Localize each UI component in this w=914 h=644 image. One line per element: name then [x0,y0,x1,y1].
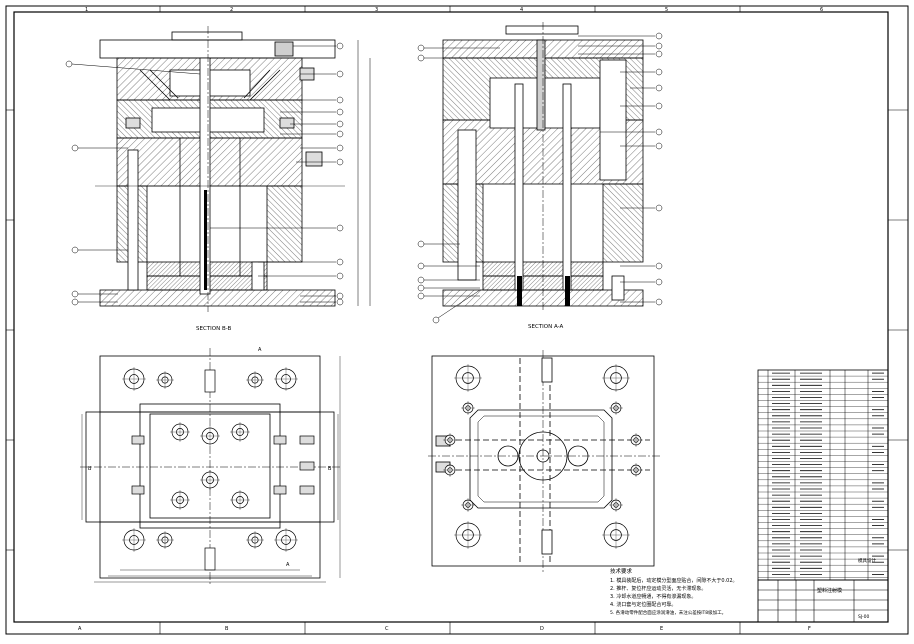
grid-col-label-4: 4 [520,7,523,13]
plan-view-left [80,348,342,584]
cut-mark-b-right: B [328,466,332,472]
cut-mark-a-top: A [258,347,262,353]
connector-left-2 [273,435,287,445]
cut-mark-a-bottom: A [286,562,290,568]
parts-list-rows [758,372,888,578]
grid-markers-top: 1 2 3 4 5 6 [85,6,823,13]
section-aa-label: SECTION A-A [528,324,563,330]
title-drawing-no: SJ-00 [858,614,870,620]
grid-col-label-c: C [385,626,389,632]
section-bb-label: SECTION B-B [196,326,232,332]
section-aa-balloons [417,32,663,324]
plan-left-bolts [122,367,315,571]
notes-line-2: 2. 推杆、复位杆应运动灵活，无卡滞现象。 [610,585,706,592]
plan-left-dims [81,356,341,583]
section-bb-view [95,26,345,312]
section-aa-view [442,22,644,312]
notes-line-4: 4. 浇口套与定位圈配合可靠。 [610,601,676,608]
guide-left-1 [204,547,216,571]
grid-col-label-b: B [225,626,229,632]
notes-line-5: 5. 各滑动零件配合面应涂润滑油，未注公差按IT8级加工。 [610,609,726,616]
title-block [757,579,889,623]
grid-col-label-e: E [660,626,663,632]
section-bb-balloons [65,42,344,306]
grid-col-label-f: F [808,626,811,632]
connector-right-2 [299,485,315,495]
notes-title: 技术要求 [610,567,633,575]
grid-col-label-d: D [540,626,544,632]
grid-col-label-6: 6 [820,7,823,13]
plan-right-bolts [443,364,643,549]
connector-left-3 [273,485,287,495]
outer-frame [5,5,909,635]
grid-col-label-2: 2 [230,7,233,13]
connector-right-0 [299,435,315,445]
title-drawing-name: 塑料注射模 [817,587,842,594]
notes-line-3: 3. 冷却水道应畅通，不得有渗漏现象。 [610,593,696,600]
title-school: 模具设计 [858,557,876,564]
plan-view-right [428,350,660,572]
grid-markers-side [6,109,908,551]
connector-left-0 [131,435,145,445]
section-bb-leaders [71,40,371,306]
connector-left-1 [131,485,145,495]
inner-frame [13,11,889,623]
notes-line-1: 1. 模具装配后，动定模分型面应贴合，间隙不大于0.02。 [610,577,738,584]
grid-col-label-5: 5 [665,7,668,13]
grid-col-label-3: 3 [375,7,378,13]
grid-markers-bottom: A B C D E F [78,622,811,634]
grid-col-label-1: 1 [85,7,88,13]
cut-mark-b-left: B [88,466,92,472]
guide-left-0 [204,369,216,393]
section-aa-leaders [424,35,655,319]
parts-list [757,369,889,581]
connector-right-1 [299,461,315,471]
grid-col-label-a: A [78,626,82,632]
